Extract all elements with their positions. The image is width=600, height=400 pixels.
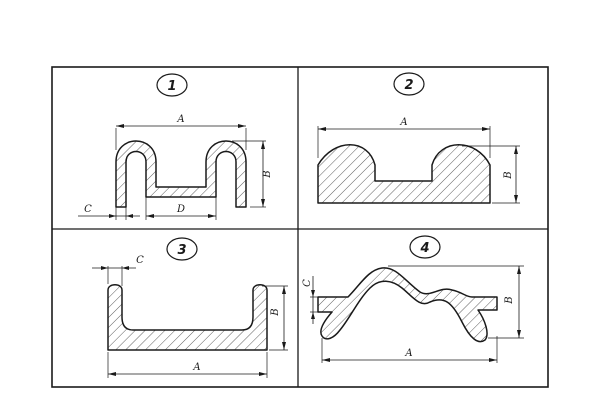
panel-4-label-a: A <box>404 348 412 359</box>
panel-4-profile <box>317 267 498 343</box>
panel-4-dimension-a: A <box>321 336 498 363</box>
panel-2-number-circle <box>393 72 425 96</box>
panel-2-profile <box>317 144 491 204</box>
panel-1-dimension-b: B <box>232 140 273 208</box>
panel-3: 3 A B C <box>92 237 288 378</box>
panel-4-number: 4 <box>419 241 429 256</box>
panel-3-number-circle <box>166 237 198 261</box>
panel-2-label-b: B <box>503 171 514 179</box>
panel-1-dimension-c: C <box>78 204 140 220</box>
panel-3-label-a: A <box>192 362 200 373</box>
panel-2-dimension-b: B <box>462 145 520 204</box>
panel-1-number: 1 <box>167 79 176 94</box>
panel-3-profile <box>107 284 268 351</box>
panel-2: 2 A B <box>317 72 520 204</box>
panel-1-label-a: A <box>176 114 184 125</box>
panel-1-dimension-a: A <box>115 114 247 150</box>
panel-4-dimension-b: B <box>388 265 524 339</box>
panel-1-label-c: C <box>84 204 92 215</box>
panel-1-label-d: D <box>176 204 185 215</box>
panel-4: 4 A B C <box>302 235 524 363</box>
panel-1-label-b: B <box>262 170 273 178</box>
panel-3-label-b: B <box>270 308 281 316</box>
panel-4-number-circle <box>409 235 441 259</box>
panel-1-profile <box>115 140 247 208</box>
panel-4-label-b: B <box>504 296 515 304</box>
panel-2-number: 2 <box>404 78 413 93</box>
panel-3-dimension-b: B <box>262 285 288 351</box>
panel-3-dimension-a: A <box>107 352 268 378</box>
panel-3-label-c: C <box>136 255 144 266</box>
outer-frame <box>51 66 549 388</box>
panel-1-dimension-d: D <box>145 197 217 220</box>
panel-3-dimension-c: C <box>92 255 144 286</box>
panel-4-label-c: C <box>302 279 313 287</box>
panel-2-dimension-a: A <box>317 117 491 158</box>
panel-2-label-a: A <box>399 117 407 128</box>
panel-1: 1 A B C <box>78 73 273 220</box>
panel-4-dimension-c: C <box>302 276 320 324</box>
panel-3-number: 3 <box>177 243 186 258</box>
panel-1-number-circle <box>156 73 188 97</box>
